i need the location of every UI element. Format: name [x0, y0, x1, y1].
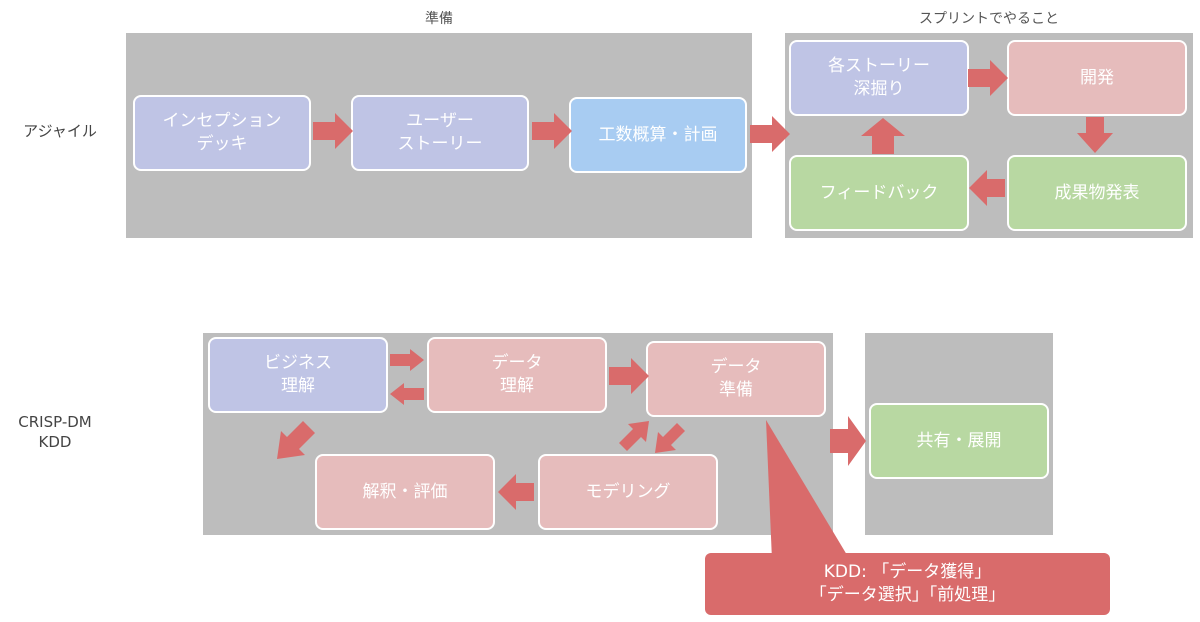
arrow-up-left-icon — [275, 417, 319, 461]
step-feedback: フィードバック — [789, 155, 969, 231]
arrow-down-left-icon — [655, 423, 685, 453]
step-story-deepdive: 各ストーリー 深掘り — [789, 40, 969, 116]
arrow-right-icon — [313, 113, 353, 149]
arrow-up-right-icon — [619, 421, 649, 451]
arrow-right-icon — [968, 60, 1008, 96]
step-data-preparation: データ 準備 — [646, 341, 826, 417]
step-interpretation-evaluation: 解釈・評価 — [315, 454, 495, 530]
step-development: 開発 — [1007, 40, 1187, 116]
crisp-row-label: CRISP-DM KDD — [18, 413, 92, 452]
arrow-left-icon — [390, 383, 424, 405]
arrow-left-icon — [498, 474, 534, 510]
arrow-right-icon — [830, 416, 866, 466]
kdd-callout: KDD: 「データ獲得」 「データ選択」「前処理」 — [705, 553, 1110, 615]
prep-header: 準備 — [425, 11, 453, 27]
step-modeling: モデリング — [538, 454, 718, 530]
agile-row-label: アジャイル — [23, 122, 97, 140]
arrow-right-icon — [532, 113, 572, 149]
step-estimate-plan: 工数概算・計画 — [569, 97, 747, 173]
step-inception-deck: インセプション デッキ — [133, 95, 311, 171]
arrow-down-icon — [1077, 117, 1113, 153]
callout-pointer — [766, 420, 850, 560]
step-user-story: ユーザー ストーリー — [351, 95, 529, 171]
sprint-header: スプリントでやること — [919, 11, 1059, 27]
step-data-understanding: データ 理解 — [427, 337, 607, 413]
arrow-left-icon — [969, 170, 1005, 206]
step-share-deploy: 共有・展開 — [869, 403, 1049, 479]
arrow-up-icon — [861, 118, 905, 154]
arrow-right-icon — [390, 349, 424, 371]
arrow-right-icon — [609, 358, 649, 394]
step-deliverable-presentation: 成果物発表 — [1007, 155, 1187, 231]
step-business-understanding: ビジネス 理解 — [208, 337, 388, 413]
arrow-right-icon — [750, 116, 790, 152]
